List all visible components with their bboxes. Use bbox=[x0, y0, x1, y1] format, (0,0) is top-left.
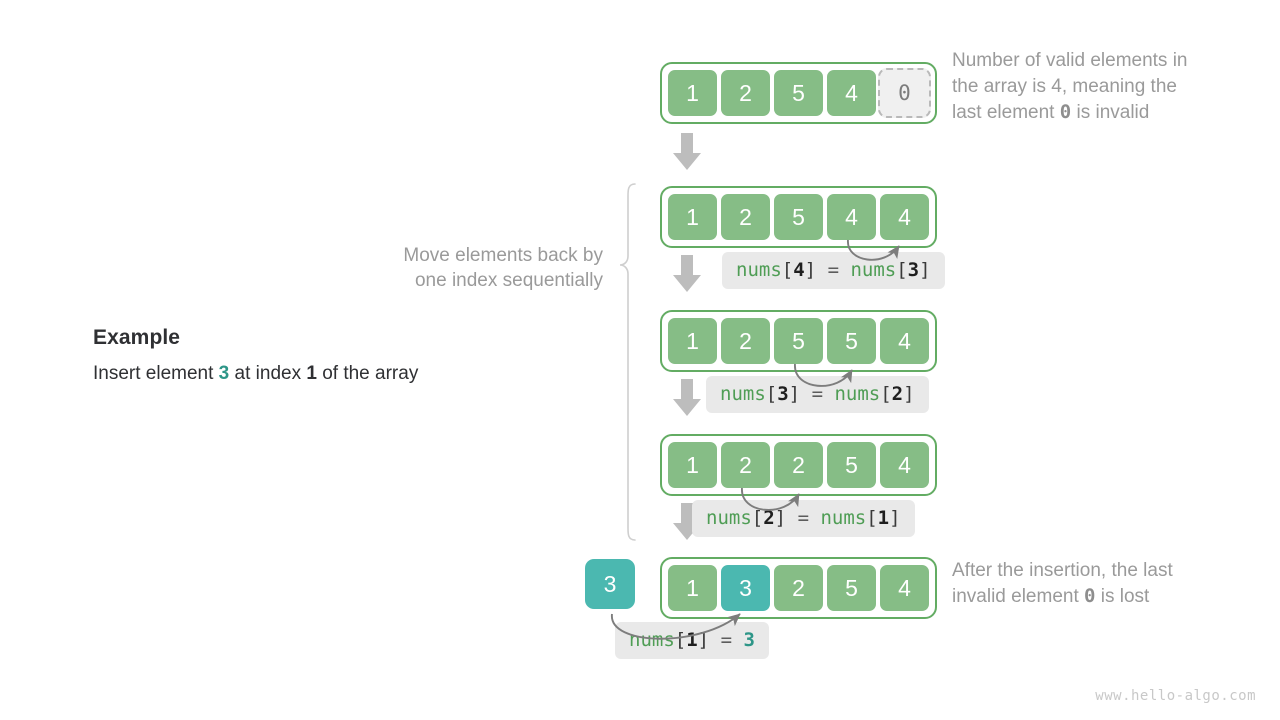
down-arrow-icon-3 bbox=[673, 379, 701, 416]
array-cell: 2 bbox=[719, 68, 772, 118]
array-cell: 5 bbox=[825, 316, 878, 366]
down-arrow-icon-2 bbox=[673, 255, 701, 292]
note-top-line-2: the array is 4, meaning the bbox=[952, 75, 1177, 97]
code-bracket-close: ] bbox=[774, 507, 787, 529]
array-cell: 1 bbox=[666, 68, 719, 118]
code-index: 4 bbox=[793, 259, 805, 281]
code-bracket-open: [ bbox=[765, 383, 778, 405]
code-operator: = bbox=[709, 629, 744, 651]
note-bottom-line-2: invalid element 0 is lost bbox=[952, 584, 1267, 610]
code-bracket-open: [ bbox=[781, 259, 794, 281]
code-label-nums4: nums[4] = nums[3] bbox=[722, 252, 945, 289]
example-block: Example Insert element 3 at index 1 of t… bbox=[93, 326, 523, 386]
array-cell: 1 bbox=[666, 192, 719, 242]
code-bracket-close: ] bbox=[804, 259, 817, 281]
move-elements-note: Move elements back by one index sequenti… bbox=[300, 243, 603, 294]
code-index-rhs: 2 bbox=[891, 383, 904, 405]
array-cell: 2 bbox=[719, 440, 772, 490]
code-bracket-close: ] bbox=[697, 629, 710, 651]
down-arrow-icon-1 bbox=[673, 133, 701, 170]
array-cell: 5 bbox=[772, 68, 825, 118]
grouping-brace-icon bbox=[619, 183, 636, 541]
array-cell: 4 bbox=[878, 192, 931, 242]
code-bracket-open: [ bbox=[674, 629, 687, 651]
array-cell: 5 bbox=[825, 563, 878, 613]
example-desc-value: 3 bbox=[218, 363, 230, 384]
array-cell: 2 bbox=[772, 563, 825, 613]
array-cell: 4 bbox=[825, 68, 878, 118]
code-fn-name-rhs: nums bbox=[834, 383, 881, 405]
array-cell: 1 bbox=[666, 440, 719, 490]
example-desc-mid: at index bbox=[229, 363, 307, 384]
code-operator: = bbox=[800, 383, 835, 405]
note-bottom-zero: 0 bbox=[1084, 584, 1096, 607]
page-title: Example bbox=[93, 326, 181, 349]
note-bottom-post: is lost bbox=[1095, 585, 1150, 607]
array-cell: 2 bbox=[772, 440, 825, 490]
code-fn-name: nums bbox=[720, 383, 766, 405]
note-bottom-line-1: After the insertion, the last bbox=[952, 560, 1173, 581]
array-cell: 1 bbox=[666, 563, 719, 613]
array-cell: 1 bbox=[666, 316, 719, 366]
note-top-pre: last element bbox=[952, 101, 1060, 123]
example-desc-pre: Insert element bbox=[93, 363, 219, 384]
example-desc-index: 1 bbox=[306, 363, 317, 384]
array-cell: 4 bbox=[878, 316, 931, 366]
code-fn-name: nums bbox=[736, 259, 782, 281]
code-label-nums1: nums[1] = 3 bbox=[615, 622, 769, 659]
array-cell: 5 bbox=[772, 192, 825, 242]
array-cell: 4 bbox=[825, 192, 878, 242]
insert-value-box: 3 bbox=[585, 559, 635, 609]
code-index: 3 bbox=[777, 383, 789, 405]
note-top-post: is invalid bbox=[1071, 101, 1150, 123]
code-operator: = bbox=[786, 507, 821, 529]
code-bracket-close: ] bbox=[788, 383, 801, 405]
code-bracket-close-rhs: ] bbox=[889, 507, 901, 529]
code-bracket-open-rhs: [ bbox=[880, 383, 892, 405]
note-after-insertion: After the insertion, the last invalid el… bbox=[952, 558, 1267, 610]
array-cell: 2 bbox=[719, 316, 772, 366]
code-value-rhs: 3 bbox=[743, 629, 755, 651]
code-bracket-open-rhs: [ bbox=[896, 259, 908, 281]
note-bottom-pre: invalid element bbox=[952, 585, 1085, 607]
array-cell: 0 bbox=[878, 68, 931, 118]
example-desc-post: of the array bbox=[316, 363, 419, 384]
code-fn-name: nums bbox=[706, 507, 752, 529]
array-cell: 4 bbox=[878, 563, 931, 613]
move-note-line-2: one index sequentially bbox=[414, 270, 603, 292]
code-index-rhs: 3 bbox=[907, 259, 920, 281]
code-label-nums2: nums[2] = nums[1] bbox=[692, 500, 915, 537]
move-note-line-1: Move elements back by bbox=[403, 245, 603, 266]
note-valid-elements: Number of valid elements in the array is… bbox=[952, 48, 1267, 125]
code-bracket-close-rhs: ] bbox=[919, 259, 931, 281]
code-fn-name-rhs: nums bbox=[850, 259, 897, 281]
code-index: 2 bbox=[763, 507, 775, 529]
array-cell: 3 bbox=[719, 563, 772, 613]
code-index: 1 bbox=[686, 629, 698, 651]
array-cell: 5 bbox=[825, 440, 878, 490]
array-cell: 4 bbox=[878, 440, 931, 490]
code-fn-name-rhs: nums bbox=[820, 507, 867, 529]
code-fn-name: nums bbox=[629, 629, 675, 651]
example-description: Insert element 3 at index 1 of the array bbox=[93, 362, 523, 386]
array-cell: 5 bbox=[772, 316, 825, 366]
code-index-rhs: 1 bbox=[877, 507, 890, 529]
note-top-line-3: last element 0 is invalid bbox=[952, 100, 1267, 126]
code-operator: = bbox=[816, 259, 851, 281]
watermark: www.hello-algo.com bbox=[1095, 688, 1256, 704]
code-bracket-open-rhs: [ bbox=[866, 507, 878, 529]
note-top-zero: 0 bbox=[1059, 100, 1072, 123]
note-top-line-1: Number of valid elements in bbox=[952, 50, 1188, 71]
code-label-nums3: nums[3] = nums[2] bbox=[706, 376, 929, 413]
code-bracket-open: [ bbox=[751, 507, 764, 529]
code-bracket-close-rhs: ] bbox=[903, 383, 915, 405]
array-cell: 2 bbox=[719, 192, 772, 242]
